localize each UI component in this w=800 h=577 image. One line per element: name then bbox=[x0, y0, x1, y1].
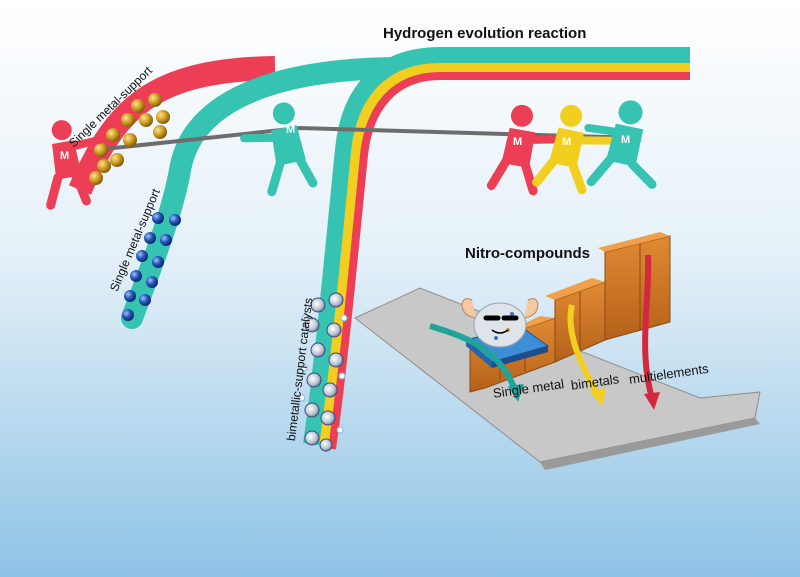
figure-letter: M bbox=[513, 136, 523, 148]
muscle-catalyst-icon bbox=[461, 298, 550, 368]
figure-letter: M bbox=[562, 136, 572, 148]
figure-letter: M bbox=[286, 124, 296, 136]
arrow-icon bbox=[567, 304, 606, 406]
nitro-compounds-label: Nitro-compounds bbox=[465, 245, 590, 262]
figure-title: Hydrogen evolution reaction bbox=[383, 25, 587, 42]
gold-particles bbox=[89, 93, 170, 185]
blue-particles bbox=[122, 212, 181, 321]
platform-edge bbox=[540, 418, 760, 470]
tug-of-war-figure-icon bbox=[46, 120, 104, 210]
teal-band bbox=[121, 57, 406, 329]
figure-letter: M bbox=[60, 150, 70, 162]
figure-letter: M bbox=[621, 134, 631, 146]
tug-of-war-figure-icon bbox=[240, 102, 318, 197]
bimetallic-particles bbox=[298, 292, 348, 452]
arrow-icon bbox=[429, 323, 524, 402]
red-band bbox=[69, 56, 276, 195]
arrow-icon bbox=[642, 254, 660, 410]
tug-of-war-figure-icon bbox=[532, 104, 615, 195]
tug-of-war-figure-icon bbox=[584, 100, 657, 189]
